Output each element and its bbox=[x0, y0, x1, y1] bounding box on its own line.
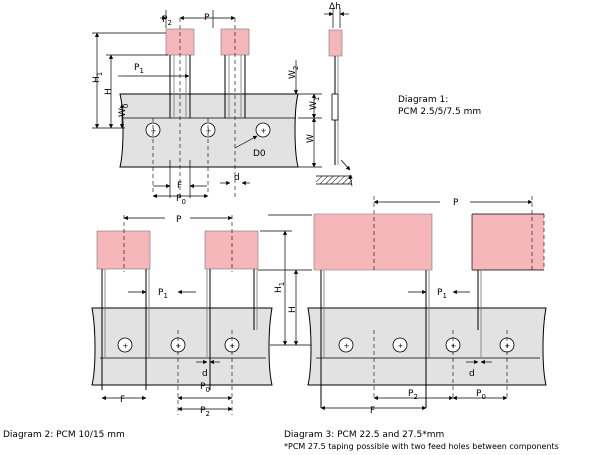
label-p1-d3: P1 bbox=[437, 288, 447, 300]
component-2a bbox=[96, 230, 151, 270]
label-f-d2: F bbox=[120, 395, 125, 405]
component-3b bbox=[472, 214, 544, 270]
diagram2-caption: Diagram 2: PCM 10/15 mm bbox=[3, 430, 125, 440]
footnote: *PCM 27.5 taping possible with two feed … bbox=[284, 442, 559, 451]
carrier-tape-3 bbox=[307, 307, 547, 386]
label-p0-d2: P0 bbox=[200, 382, 210, 394]
diagram1-caption: Diagram 1: bbox=[398, 95, 449, 105]
diagram-2: + + + bbox=[91, 215, 273, 415]
svg-text:+: + bbox=[505, 342, 511, 350]
label-h1-d2: H1 bbox=[274, 282, 286, 293]
diagram-1: + + + bbox=[92, 8, 353, 200]
label-w0: W0 bbox=[118, 104, 130, 117]
label-p2-d2: P2 bbox=[200, 406, 210, 418]
label-d: d bbox=[234, 173, 240, 183]
label-p2-d3: P2 bbox=[408, 389, 418, 401]
svg-text:+: + bbox=[151, 127, 157, 135]
tape-section-side bbox=[331, 93, 339, 121]
label-p1-d2: P1 bbox=[158, 288, 168, 300]
feed-hole bbox=[392, 337, 408, 353]
label-delta-h: Δh bbox=[329, 2, 341, 12]
label-w1: W1 bbox=[309, 97, 321, 110]
svg-text:+: + bbox=[398, 342, 404, 350]
diagram3-caption: Diagram 3: PCM 22.5 and 27.5*mm bbox=[284, 430, 445, 440]
feed-hole bbox=[255, 122, 271, 138]
label-d-d2: d bbox=[202, 369, 208, 379]
label-w2: W2 bbox=[288, 66, 300, 79]
svg-text:+: + bbox=[123, 342, 129, 350]
svg-text:+: + bbox=[451, 342, 457, 350]
label-h1: H1 bbox=[92, 72, 104, 83]
label-p1: P1 bbox=[134, 63, 144, 75]
label-p2: P2 bbox=[162, 15, 172, 27]
svg-text:+: + bbox=[230, 342, 236, 350]
diagram-3: + + + + bbox=[307, 196, 547, 411]
svg-text:+: + bbox=[206, 127, 212, 135]
component-side-view bbox=[328, 29, 343, 57]
label-p: P bbox=[204, 13, 210, 23]
component-2b bbox=[204, 230, 259, 270]
label-p-d3: P bbox=[453, 198, 459, 208]
height-dimensions bbox=[258, 214, 312, 346]
label-f-d3: F bbox=[370, 406, 375, 416]
dimension-labels: P2 P P1 H1 H W0 W2 W1 W D0 F d P0 Δh P P… bbox=[92, 2, 486, 418]
svg-text:+: + bbox=[261, 127, 267, 135]
svg-text:+: + bbox=[344, 342, 350, 350]
feed-hole bbox=[145, 122, 161, 138]
label-d-d3: d bbox=[469, 369, 475, 379]
feed-hole bbox=[117, 337, 133, 353]
label-f: F bbox=[177, 181, 182, 191]
label-d0: D0 bbox=[253, 149, 266, 159]
label-h-d2: H bbox=[288, 306, 298, 313]
tape-hatch bbox=[316, 176, 352, 184]
component-3a bbox=[313, 213, 433, 271]
label-p-d2: P bbox=[176, 215, 182, 225]
svg-text:+: + bbox=[176, 342, 182, 350]
feed-hole bbox=[338, 337, 354, 353]
label-p0-d3: P0 bbox=[476, 389, 486, 401]
label-p0: P0 bbox=[176, 194, 186, 206]
label-h: H bbox=[104, 88, 114, 95]
feed-hole bbox=[200, 122, 216, 138]
label-w: W bbox=[306, 134, 316, 143]
diagram1-subcaption: PCM 2.5/5/7.5 mm bbox=[398, 107, 482, 117]
